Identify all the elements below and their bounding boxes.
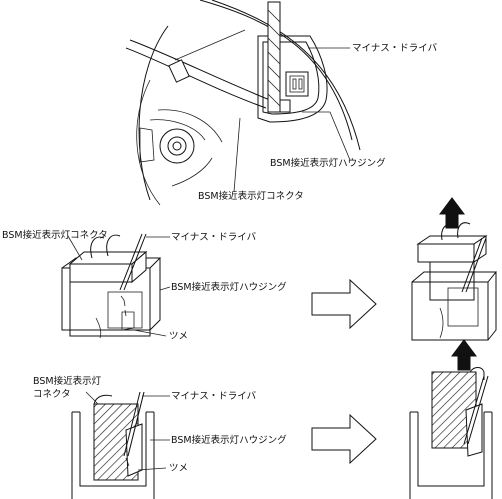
bottom-connector-label-line1: BSM接近表示灯	[33, 375, 102, 387]
bottom-housing-label: BSM接近表示灯ハウジング	[171, 434, 287, 446]
bottom-tab-label: ツメ	[169, 463, 188, 474]
bottom-driver-label: マイナス・ドライバ	[171, 391, 257, 402]
bottom-connector-label-line2: コネクタ	[33, 389, 71, 400]
middle-tab-label: ツメ	[169, 331, 188, 342]
top-housing-label: BSM接近表示灯ハウジング	[270, 157, 386, 169]
top-driver-label: マイナス・ドライバ	[352, 43, 438, 54]
top-connector-label: BSM接近表示灯コネクタ	[198, 190, 304, 202]
bottom-step-arrow	[311, 413, 377, 465]
middle-right-assembly	[411, 197, 498, 341]
top-mirror-illustration	[125, 0, 361, 206]
middle-step-arrow	[311, 278, 377, 330]
middle-left-assembly	[61, 233, 171, 339]
middle-driver-label: マイナス・ドライバ	[171, 232, 257, 243]
bottom-right-section	[409, 339, 493, 499]
middle-connector-label: BSM接近表示灯コネクタ	[2, 229, 108, 241]
middle-housing-label: BSM接近表示灯ハウジング	[171, 281, 287, 293]
bottom-left-section	[71, 391, 170, 499]
